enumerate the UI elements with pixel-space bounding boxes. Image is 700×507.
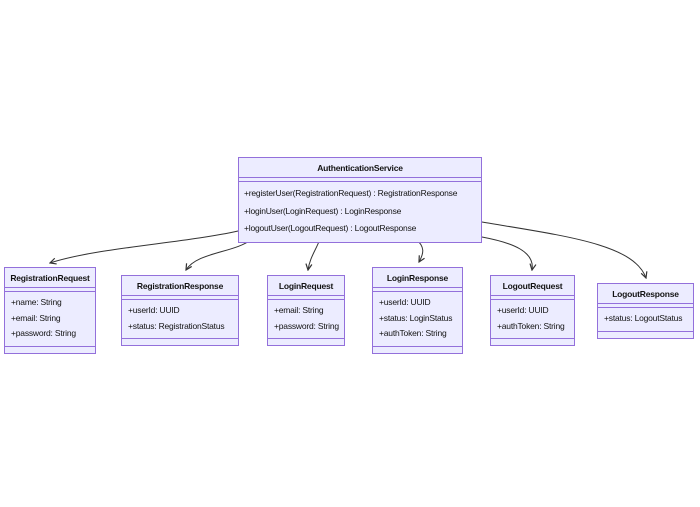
attributes-section: +name: String +email: String +password: … xyxy=(5,292,95,346)
methods-section-empty xyxy=(491,338,574,345)
attribute-item: +status: LogoutStatus xyxy=(604,313,683,323)
edge-authservice-to-logoutresponse xyxy=(481,221,646,278)
methods-section-empty xyxy=(598,330,693,338)
class-loginrequest: LoginRequest +email: String +password: S… xyxy=(267,275,345,346)
attribute-item: +authToken: String xyxy=(379,328,447,338)
edge-authservice-to-logoutrequest xyxy=(481,236,532,270)
attribute-item: +userId: UUID xyxy=(128,305,180,315)
class-title: LogoutResponse xyxy=(612,289,679,299)
attribute-item: +email: String xyxy=(11,312,61,323)
edge-authservice-to-regrequest xyxy=(50,230,239,263)
attributes-section: +userId: UUID +authToken: String xyxy=(491,300,574,338)
class-title: RegistrationResponse xyxy=(136,281,224,291)
class-authenticationservice: AuthenticationService +registerUser(Regi… xyxy=(238,157,482,243)
method-item: +loginUser(LoginRequest) : LoginResponse xyxy=(244,205,402,216)
title-separator xyxy=(373,287,462,292)
methods-section: +registerUser(RegistrationRequest) : Reg… xyxy=(239,182,481,242)
class-title: RegistrationRequest xyxy=(10,273,90,283)
method-item: +registerUser(RegistrationRequest) : Reg… xyxy=(244,188,458,198)
class-title: AuthenticationService xyxy=(317,163,403,173)
attributes-section: +email: String +password: String xyxy=(268,300,344,338)
attributes-section: +status: LogoutStatus xyxy=(598,308,693,331)
edge-authservice-to-loginrequest xyxy=(308,238,321,270)
title-separator xyxy=(122,295,238,300)
methods-section-empty xyxy=(122,338,238,345)
methods-section-empty xyxy=(373,345,462,353)
class-registrationresponse: RegistrationResponse +userId: UUID +stat… xyxy=(121,275,239,346)
attribute-item: +userId: UUID xyxy=(497,305,549,315)
attribute-item: +password: String xyxy=(11,328,76,338)
attributes-section: +userId: UUID +status: RegistrationStatu… xyxy=(122,300,238,338)
attributes-section-empty xyxy=(239,177,481,182)
edge-authservice-to-regresponse xyxy=(186,238,253,270)
class-logoutrequest: LogoutRequest +userId: UUID +authToken: … xyxy=(490,275,575,346)
methods-section-empty xyxy=(268,338,344,345)
class-title: LoginResponse xyxy=(386,273,449,283)
title-separator xyxy=(491,295,574,300)
title-separator xyxy=(268,295,344,300)
class-title: LogoutRequest xyxy=(502,281,563,291)
attribute-item: +authToken: String xyxy=(497,320,565,331)
attribute-item: +userId: UUID xyxy=(379,297,431,307)
attribute-item: +name: String xyxy=(11,297,62,307)
class-title: LoginRequest xyxy=(278,281,334,291)
attribute-item: +email: String xyxy=(274,305,324,315)
attribute-item: +status: LoginStatus xyxy=(379,312,453,323)
attributes-section: +userId: UUID +status: LoginStatus +auth… xyxy=(373,292,462,346)
class-loginresponse: LoginResponse +userId: UUID +status: Log… xyxy=(372,267,463,354)
attribute-item: +status: RegistrationStatus xyxy=(128,320,225,331)
title-separator xyxy=(598,303,693,308)
title-separator xyxy=(5,287,95,292)
methods-section-empty xyxy=(5,345,95,353)
method-item: +logoutUser(LogoutRequest) : LogoutRespo… xyxy=(244,223,417,233)
attribute-item: +password: String xyxy=(274,320,339,331)
class-logoutresponse: LogoutResponse +status: LogoutStatus xyxy=(597,283,694,339)
class-registrationrequest: RegistrationRequest +name: String +email… xyxy=(4,267,96,354)
